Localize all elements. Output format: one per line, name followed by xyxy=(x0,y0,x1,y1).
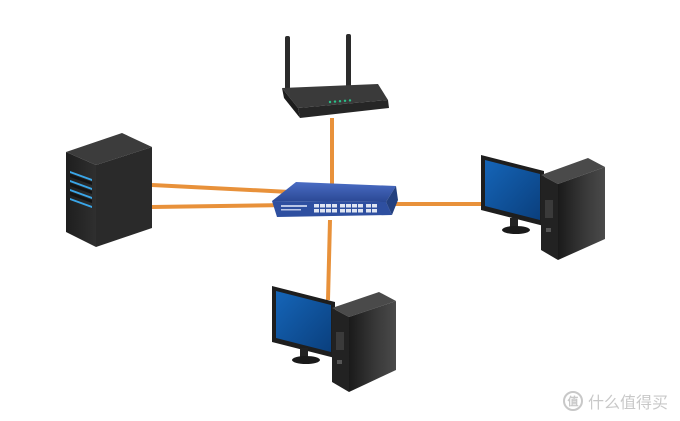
cable-switch-pc-bottom xyxy=(326,219,332,301)
cables xyxy=(151,118,485,301)
watermark: 值 什么值得买 xyxy=(562,389,668,413)
wireless-router-icon xyxy=(282,34,389,118)
network-switch-icon xyxy=(272,182,398,217)
cable-server-switch-1 xyxy=(151,183,291,194)
desktop-computer-icon xyxy=(272,286,396,392)
cable-server-switch-2 xyxy=(151,203,291,209)
watermark-badge: 值 xyxy=(562,391,583,411)
watermark-text: 什么值得买 xyxy=(587,393,668,412)
server-icon xyxy=(66,133,152,247)
desktop-computer-icon xyxy=(481,155,605,260)
